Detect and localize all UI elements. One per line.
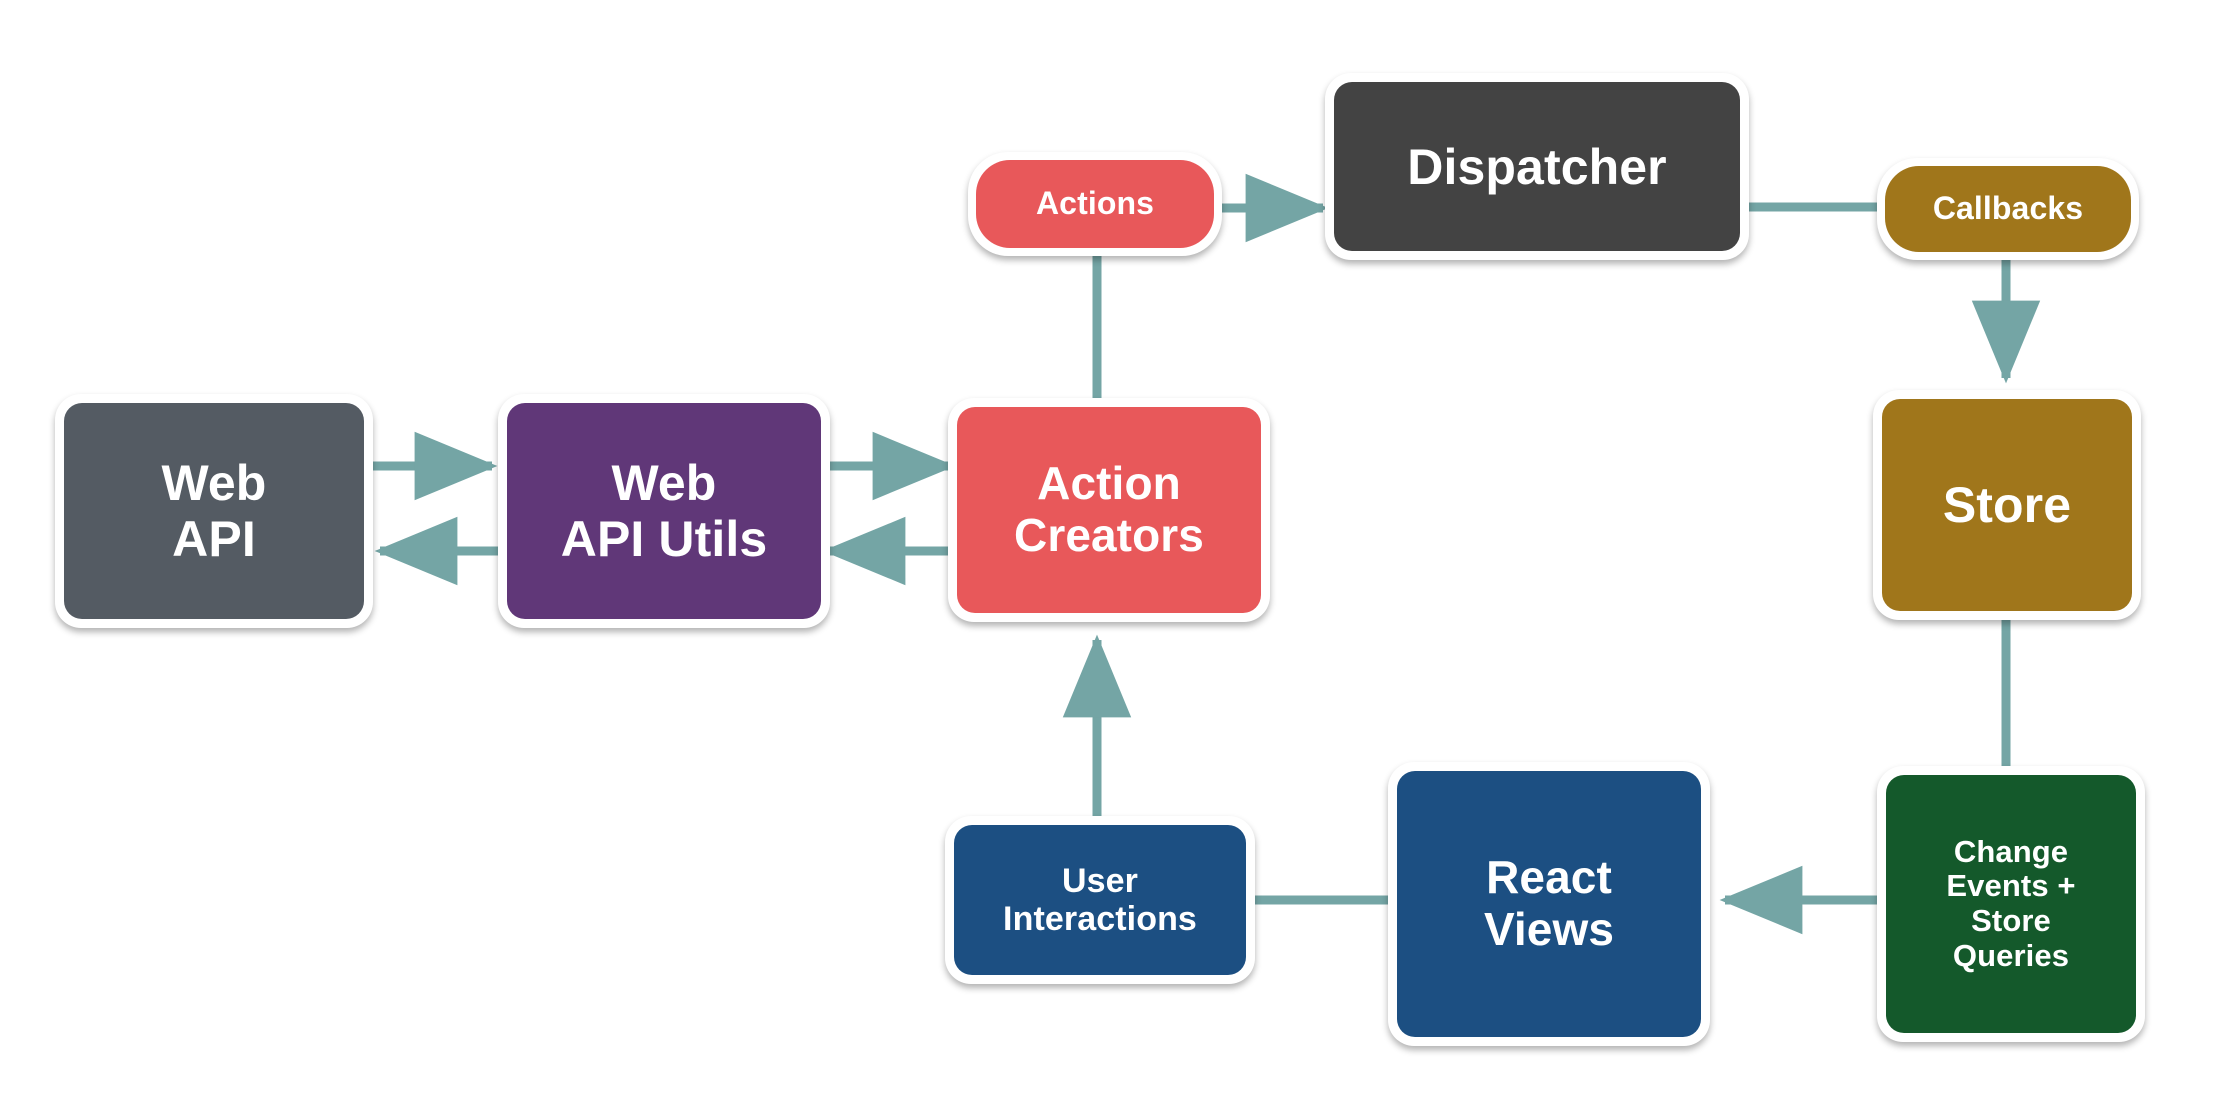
node-store[interactable]: Store <box>1873 390 2141 620</box>
node-dispatcher-body: Dispatcher <box>1334 82 1740 251</box>
node-web-api-utils-label-1: API Utils <box>560 511 768 567</box>
node-web-api[interactable]: Web API <box>55 394 373 628</box>
node-user-interactions-label-1: Interactions <box>1003 900 1197 938</box>
node-action-creators[interactable]: Action Creators <box>948 398 1270 622</box>
node-web-api-label-1: API <box>172 511 256 567</box>
node-web-api-utils-body: Web API Utils <box>507 403 821 619</box>
node-react-views[interactable]: React Views <box>1388 762 1710 1046</box>
node-callbacks[interactable]: Callbacks <box>1877 158 2139 260</box>
node-actions[interactable]: Actions <box>968 152 1222 256</box>
node-action-creators-body: Action Creators <box>957 407 1261 613</box>
node-web-api-body: Web API <box>64 403 364 619</box>
node-change-events[interactable]: Change Events + Store Queries <box>1877 766 2145 1042</box>
node-action-creators-label-1: Creators <box>1014 509 1204 561</box>
node-web-api-utils-label-0: Web <box>611 455 717 511</box>
node-dispatcher[interactable]: Dispatcher <box>1325 73 1749 260</box>
node-callbacks-label: Callbacks <box>1932 190 2084 227</box>
node-actions-body: Actions <box>976 160 1214 248</box>
node-change-events-label-0: Change <box>1953 833 2069 869</box>
node-change-events-body: Change Events + Store Queries <box>1886 775 2136 1033</box>
node-web-api-label-0: Web <box>161 455 267 511</box>
node-store-label: Store <box>1942 477 2072 533</box>
node-react-views-body: React Views <box>1397 771 1701 1037</box>
node-dispatcher-label: Dispatcher <box>1407 138 1667 195</box>
node-actions-label: Actions <box>1035 185 1155 222</box>
node-change-events-label-3: Queries <box>1952 937 2070 973</box>
node-change-events-label-1: Events + <box>1946 868 2076 904</box>
node-react-views-label-0: React <box>1486 851 1612 904</box>
node-store-body: Store <box>1882 399 2132 611</box>
node-callbacks-body: Callbacks <box>1885 166 2131 252</box>
node-action-creators-label-0: Action <box>1037 457 1181 510</box>
node-user-interactions-body: User Interactions <box>954 825 1246 975</box>
node-web-api-utils[interactable]: Web API Utils <box>498 394 830 628</box>
node-react-views-label-1: Views <box>1483 903 1615 955</box>
node-change-events-label-2: Store <box>1971 903 2051 938</box>
node-user-interactions-label-0: User <box>1061 861 1138 900</box>
node-user-interactions[interactable]: User Interactions <box>945 816 1255 984</box>
